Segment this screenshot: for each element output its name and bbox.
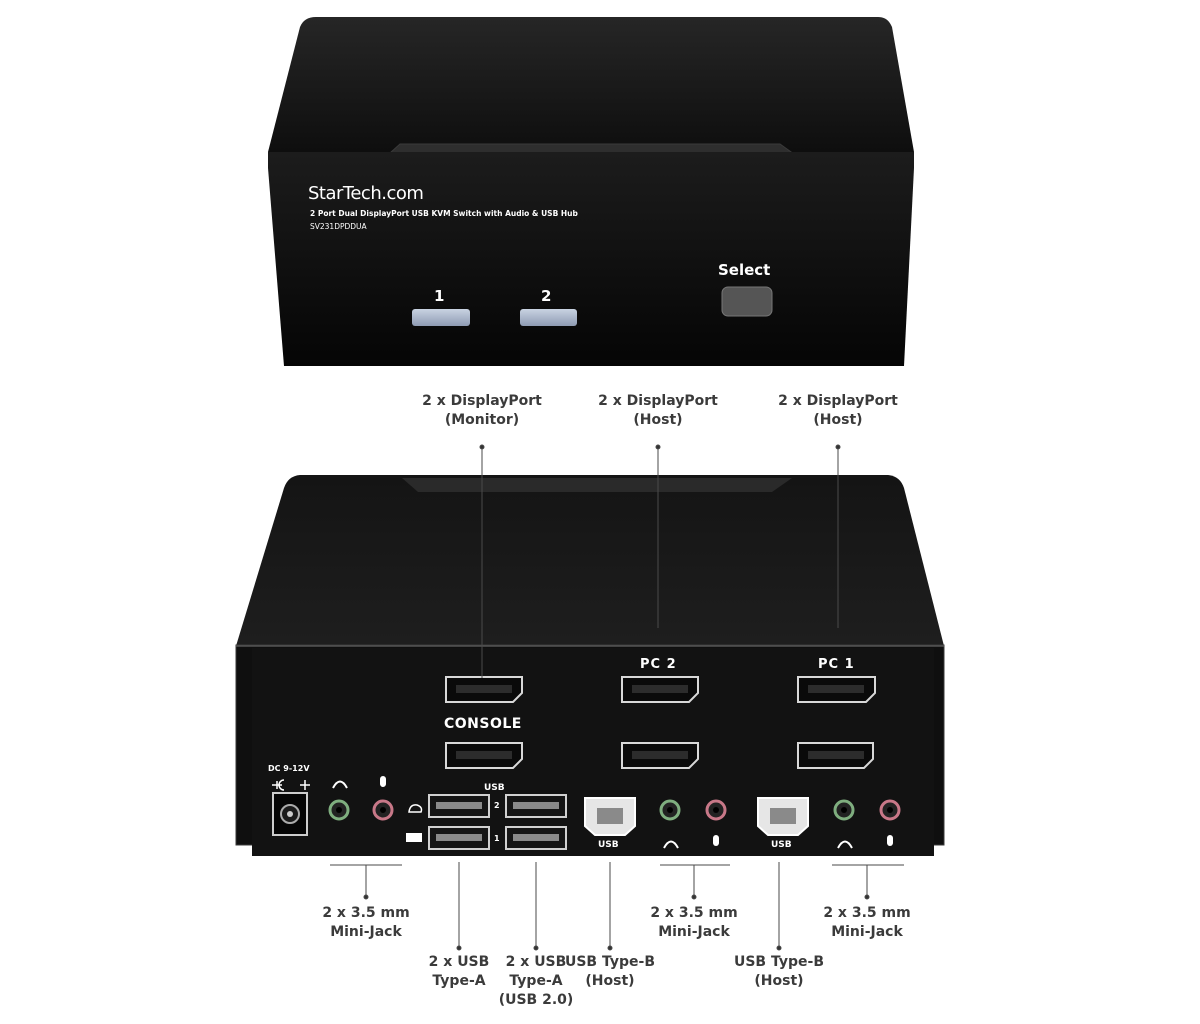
product-name: 2 Port Dual DisplayPort USB KVM Switch w… bbox=[310, 209, 578, 218]
microphone-icon bbox=[887, 835, 893, 846]
callout-line-2: Type-A bbox=[509, 973, 563, 989]
brand-logo: StarTech.com bbox=[308, 183, 424, 204]
callout-line-3: (USB 2.0) bbox=[498, 992, 574, 1008]
callout-line-2: (Monitor) bbox=[444, 412, 520, 428]
led-button-2 bbox=[520, 309, 577, 326]
mouse-icon bbox=[408, 804, 423, 813]
callout-line-1: 2 x DisplayPort bbox=[422, 393, 542, 409]
rear-unit bbox=[235, 475, 945, 856]
callout-line-2: (Host) bbox=[813, 412, 863, 428]
callout-line-1: USB Type-B bbox=[564, 954, 655, 970]
callout-line-2: Mini-Jack bbox=[831, 924, 903, 940]
select-button bbox=[721, 286, 773, 317]
headphone-icon bbox=[837, 840, 853, 849]
callout-line-1: 2 x 3.5 mm bbox=[322, 905, 410, 921]
usb-port-2-label: 2 bbox=[494, 801, 500, 810]
button-1-label: 1 bbox=[434, 287, 445, 305]
callout-line-1: 2 x DisplayPort bbox=[778, 393, 898, 409]
callout-usb-b-pc1: USB Type-B (Host) bbox=[729, 953, 829, 991]
callout-dp-host-pc2: 2 x DisplayPort (Host) bbox=[588, 392, 728, 430]
button-2-label: 2 bbox=[541, 287, 552, 305]
callout-jack-pc1: 2 x 3.5 mm Mini-Jack bbox=[807, 904, 927, 942]
callout-jack-console: 2 x 3.5 mm Mini-Jack bbox=[306, 904, 426, 942]
callout-line-1: USB Type-B bbox=[733, 954, 824, 970]
callout-line-2: (Host) bbox=[633, 412, 683, 428]
callout-usb-a-console: 2 x USB Type-A bbox=[414, 953, 504, 991]
callout-dp-host-pc1: 2 x DisplayPort (Host) bbox=[768, 392, 908, 430]
usb-b-pc1-label: USB bbox=[771, 840, 792, 850]
power-symbol-icon bbox=[272, 779, 310, 791]
pc1-label: PC 1 bbox=[818, 657, 855, 672]
callout-line-2: Mini-Jack bbox=[658, 924, 730, 940]
callout-line-1: 2 x USB bbox=[505, 954, 567, 970]
model-number: SV231DPDDUA bbox=[310, 222, 367, 231]
front-unit bbox=[268, 17, 914, 366]
select-label: Select bbox=[718, 261, 771, 279]
headphone-icon bbox=[332, 780, 348, 789]
usb-port-1-label: 1 bbox=[494, 834, 500, 843]
microphone-icon bbox=[380, 776, 386, 787]
front-unit-top bbox=[268, 17, 914, 152]
callout-usb-a-hub: 2 x USB Type-A (USB 2.0) bbox=[496, 953, 576, 1010]
callout-line-1: 2 x USB bbox=[428, 954, 490, 970]
usb-b-pc2-label: USB bbox=[598, 840, 619, 850]
callout-line-1: 2 x DisplayPort bbox=[598, 393, 718, 409]
rear-unit-top bbox=[236, 475, 944, 646]
callout-dp-monitor: 2 x DisplayPort (Monitor) bbox=[412, 392, 552, 430]
rear-unit-slot bbox=[402, 478, 792, 492]
dc-label: DC 9-12V bbox=[268, 764, 310, 773]
callout-usb-b-pc2: USB Type-B (Host) bbox=[560, 953, 660, 991]
console-label: CONSOLE bbox=[444, 716, 522, 732]
callout-line-2: (Host) bbox=[754, 973, 804, 989]
callout-line-2: (Host) bbox=[585, 973, 635, 989]
microphone-icon bbox=[713, 835, 719, 846]
keyboard-icon bbox=[406, 833, 422, 842]
callout-line-2: Type-A bbox=[432, 973, 486, 989]
usb-hub-label: USB bbox=[484, 783, 505, 793]
callout-line-1: 2 x 3.5 mm bbox=[650, 905, 738, 921]
led-button-1 bbox=[412, 309, 470, 326]
callout-line-2: Mini-Jack bbox=[330, 924, 402, 940]
pc2-label: PC 2 bbox=[640, 657, 677, 672]
headphone-icon bbox=[663, 840, 679, 849]
callout-jack-pc2: 2 x 3.5 mm Mini-Jack bbox=[634, 904, 754, 942]
callout-line-1: 2 x 3.5 mm bbox=[823, 905, 911, 921]
